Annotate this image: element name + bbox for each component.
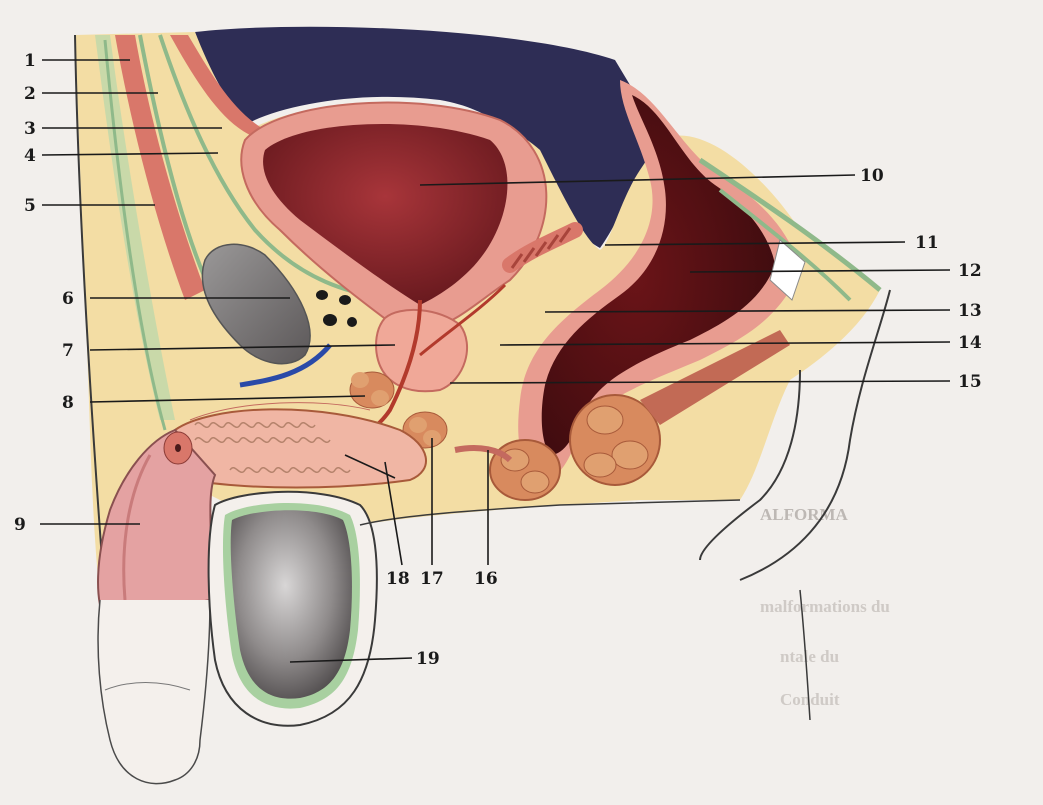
label-19: 19 — [416, 649, 440, 669]
testis — [231, 510, 352, 698]
label-15: 15 — [958, 372, 982, 392]
label-3: 3 — [24, 119, 36, 139]
label-8: 8 — [62, 393, 74, 413]
label-12: 12 — [958, 261, 982, 281]
label-6: 6 — [62, 289, 74, 309]
label-11: 11 — [915, 233, 939, 253]
perineal-body — [490, 440, 560, 500]
background-heading: ALFORMA — [760, 505, 849, 524]
label-2: 2 — [24, 84, 36, 104]
label-9: 9 — [14, 515, 26, 535]
background-line-2: Conduit — [780, 690, 840, 709]
label-13: 13 — [958, 301, 982, 321]
label-5: 5 — [24, 196, 36, 216]
label-17: 17 — [420, 569, 444, 589]
urethra-dot — [175, 444, 181, 452]
background-subheading: malformations du — [760, 597, 890, 616]
external-sphincter — [350, 372, 394, 408]
label-18: 18 — [386, 569, 410, 589]
label-14: 14 — [958, 333, 982, 353]
background-line-1: ntale du — [780, 647, 839, 666]
glans — [98, 600, 210, 784]
anal-sphincter — [570, 395, 660, 485]
label-7: 7 — [62, 341, 74, 361]
label-4: 4 — [24, 146, 36, 166]
label-16: 16 — [474, 569, 498, 589]
label-10: 10 — [860, 166, 884, 186]
label-1: 1 — [24, 51, 36, 71]
